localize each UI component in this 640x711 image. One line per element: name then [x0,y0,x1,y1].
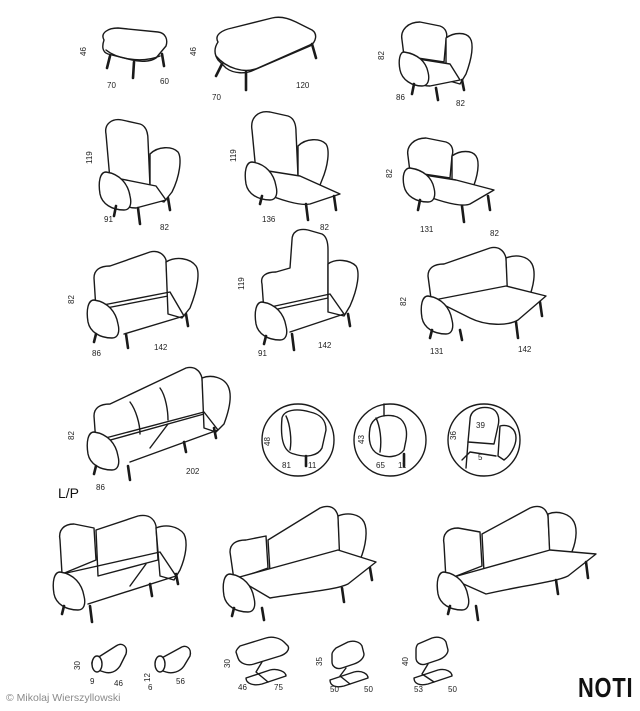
dimension-label: 70 [212,93,221,102]
detail-arm-1: 48 81 11 [261,403,335,477]
dimension-label: 46 [189,47,198,56]
dimension-label: 119 [229,149,238,162]
dimension-label: 46 [114,679,123,688]
dimension-label: 6 [148,683,153,692]
dimension-label: 75 [274,683,283,692]
cushion-1: 30 9 46 [73,643,128,688]
dimension-label: 30 [223,659,232,668]
dimension-label: 53 [414,685,423,694]
sofa-2: 82 86 142 [67,250,199,358]
dimension-label: 82 [399,297,408,306]
table-1: 30 46 75 [223,636,290,692]
copyright-text: © Mikolaj Wierszyllowski [6,692,121,704]
dimension-label: 119 [237,277,246,290]
dimension-label: 9 [90,677,95,686]
dimension-label: 50 [330,685,339,694]
dimension-label: 30 [73,661,82,670]
corner-sofa-1 [52,514,187,624]
dimension-label: 202 [186,467,200,476]
dimension-label: 142 [518,345,532,354]
dimension-label: 86 [92,349,101,358]
dimension-label: 136 [262,215,276,224]
corner-sofa-2 [222,505,377,622]
dimension-label: 43 [357,435,366,444]
dimension-label: 11 [308,461,317,470]
dimension-label: 131 [420,225,434,234]
dimension-label: 82 [67,431,76,440]
dimension-label: 81 [282,461,291,470]
dimension-label: 11 [398,461,407,470]
pouf-small: 46 70 60 [79,27,169,90]
armchair-low-long: 82 131 82 [385,137,499,238]
dimension-label: 50 [364,685,373,694]
dimension-label: 50 [448,685,457,694]
dimension-label: 82 [320,223,329,232]
dimension-label: 82 [490,229,499,238]
dimension-label: 39 [476,421,485,430]
corner-sofa-3 [436,505,597,622]
cushion-2: 12 6 56 [143,645,192,692]
dimension-label: 65 [376,461,385,470]
detail-arm-2: 43 65 11 [353,403,427,477]
variant-label: L/P [58,485,80,501]
dimension-label: 36 [449,431,458,440]
table-2: 35 50 50 [315,640,373,694]
dimension-label: 82 [385,169,394,178]
brand-logo: NOTI [578,672,634,703]
dimension-label: 86 [96,483,105,492]
dimension-label: 131 [430,347,444,356]
armchair-high-long: 119 136 82 [229,111,341,232]
dimension-label: 48 [263,437,272,446]
table-3: 40 53 50 [401,636,457,694]
dimension-label: 46 [238,683,247,692]
dimension-label: 142 [154,343,168,352]
dimension-label: 86 [396,93,405,102]
dimension-label: 82 [377,51,386,60]
dimension-label: 91 [104,215,113,224]
armchair-high: 119 91 82 [85,118,181,232]
dimension-label: 12 [143,673,152,682]
dim-depth: 70 [107,81,116,90]
dimension-label: 82 [67,295,76,304]
dimension-label: 40 [401,657,410,666]
sofa-2-high: 119 91 142 [237,228,359,358]
dimension-label: 82 [456,99,465,108]
dimension-label: 142 [318,341,332,350]
armchair-low: 82 86 82 [377,21,473,108]
dimension-label: 35 [315,657,324,666]
pouf-long: 46 70 120 [189,16,318,102]
dimension-label: 5 [478,453,483,462]
dimension-label: 56 [176,677,185,686]
dim-height: 46 [79,47,88,56]
dimension-label: 119 [85,151,94,164]
dimension-label: 120 [296,81,310,90]
sofa-2-chaise: 82 131 142 [399,246,547,356]
dim-width: 60 [160,77,169,86]
dimension-label: 82 [160,223,169,232]
dimension-label: 91 [258,349,267,358]
detail-headrest: 36 39 5 [447,403,521,477]
sofa-3: 82 86 202 [67,366,231,492]
